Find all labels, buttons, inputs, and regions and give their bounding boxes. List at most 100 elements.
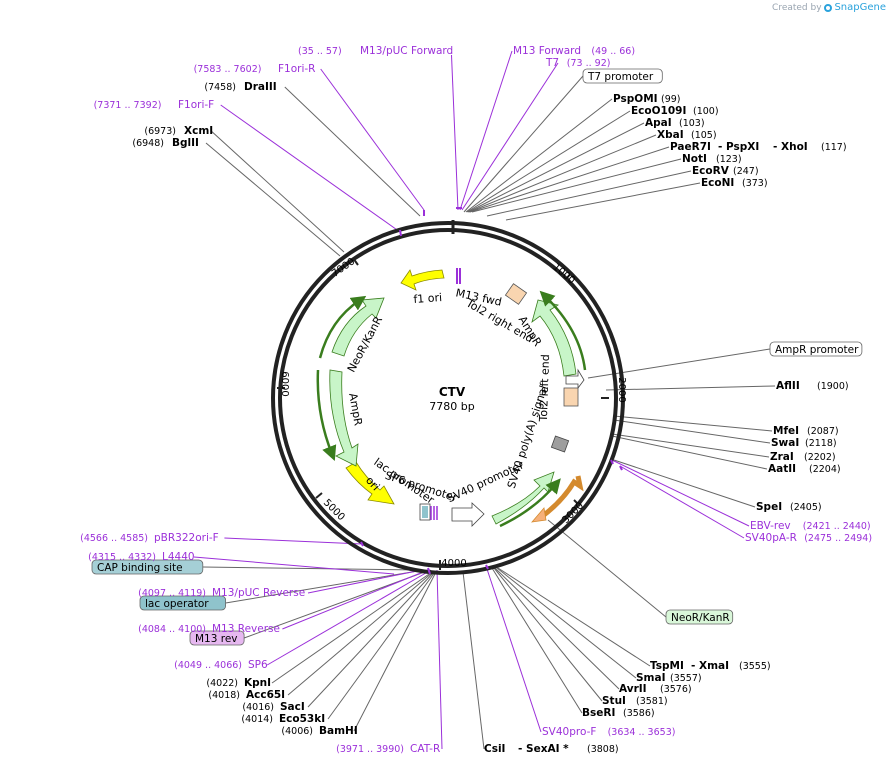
label-ebv-rev[interactable]: EBV-rev(2421 .. 2440): [750, 520, 871, 532]
cap-site-name: CAP binding site: [97, 562, 183, 574]
label-bglii[interactable]: (6948)BglII: [132, 137, 199, 149]
feature-tol2-right-end[interactable]: [504, 283, 528, 305]
tick-label: 2000: [616, 377, 627, 402]
label-avrii[interactable]: AvrII(3576): [619, 683, 692, 695]
swai-leader: [613, 419, 771, 444]
label-smai[interactable]: SmaI(3557): [636, 672, 702, 684]
label-aatii[interactable]: AatII(2204): [768, 463, 841, 475]
label-aflii[interactable]: AflII(1900): [776, 380, 849, 392]
label-m13-rev[interactable]: M13 rev: [189, 630, 245, 646]
m13-forward-pos: (49 .. 66): [591, 46, 635, 57]
t7-promoter-name: T7 promoter: [587, 71, 654, 83]
feature-ori[interactable]: [345, 461, 395, 505]
feature-sv40-polya[interactable]: [550, 435, 570, 453]
label-pbr322ori-f[interactable]: (4566 .. 4585)pBR322ori-F: [80, 532, 219, 544]
m13-reverse-pos: (4084 .. 4100): [138, 624, 206, 635]
ampr-promoter-box: [769, 341, 863, 357]
xbai-leader: [468, 134, 657, 213]
feature-neokan-right-outer-arrow: [499, 478, 561, 528]
spei-name: SpeI: [756, 501, 782, 513]
label-sp6[interactable]: (4049 .. 4066)SP6: [174, 659, 268, 671]
ebv-rev-name: EBV-rev: [750, 520, 791, 532]
label-sv40pa-r[interactable]: SV40pA-R(2475 .. 2494): [745, 532, 872, 544]
label-draiii[interactable]: (7458)DraIII: [204, 81, 276, 93]
label-econi[interactable]: EcoNI(373): [701, 177, 768, 189]
label-zrai[interactable]: ZraI(2202): [770, 451, 836, 463]
tick-2000: 2000: [601, 377, 627, 403]
label-m13-reverse[interactable]: (4084 .. 4100)M13 Reverse: [138, 623, 280, 635]
label-ecorv[interactable]: EcoRV(247): [692, 165, 759, 177]
label-apai[interactable]: ApaI(103): [645, 117, 705, 129]
label-saci[interactable]: (4016)SacI: [242, 701, 304, 713]
label-xcmi[interactable]: (6973)XcmI: [144, 125, 213, 137]
label-mfei[interactable]: MfeI(2087): [773, 425, 839, 437]
label-stui[interactable]: StuI(3581): [602, 695, 668, 707]
f1ori-r-pos: (7583 .. 7602): [194, 64, 262, 75]
label-t7-promoter[interactable]: T7 promoter: [582, 68, 663, 84]
label-bamhi[interactable]: (4006)BamHI: [281, 725, 357, 737]
label-sv40pro-f[interactable]: SV40pro-F(3634 .. 3653): [542, 726, 675, 738]
feature-neokan-left[interactable]: [331, 297, 385, 357]
aatii-pos: (2204): [809, 464, 841, 475]
csii-name: CsiI: [484, 743, 505, 755]
bamhi-leader: [353, 571, 437, 732]
label-ampr-promoter[interactable]: AmpR promoter: [769, 341, 863, 357]
label-swai[interactable]: SwaI(2118): [771, 437, 837, 449]
snapgene-credit: Created by SnapGene: [772, 2, 886, 13]
feature-f1-ori[interactable]: [400, 269, 445, 291]
label-m13puc-fwd[interactable]: (35 .. 57)M13/pUC Forward: [298, 45, 453, 57]
label-bseri[interactable]: BseRI(3586): [582, 707, 655, 719]
neokan-box-name: NeoR/KanR: [671, 612, 730, 624]
label-paer7i[interactable]: PaeR7I- PspXI- XhoI(117): [670, 141, 847, 153]
m13-forward-leader: [459, 50, 513, 211]
feature-tol2-left-label: Tol2 left end: [537, 354, 552, 423]
tick-4000: 4000: [439, 558, 467, 570]
label-l4440[interactable]: (4315 .. 4332)L4440: [88, 551, 194, 563]
label-f1ori-f[interactable]: (7371 .. 7392)F1ori-F: [94, 99, 215, 111]
plasmid-name: CTV: [439, 385, 466, 399]
label-acc65i[interactable]: (4018)Acc65I: [208, 689, 285, 701]
saci-leader: [307, 571, 435, 708]
apai-name: ApaI: [645, 117, 672, 129]
tick-label: 4000: [441, 558, 466, 569]
label-pspomi[interactable]: PspOMI(99): [613, 93, 681, 105]
label-ecoo109i[interactable]: EcoO109I(100): [631, 105, 719, 117]
tspmi-leader: [497, 567, 651, 667]
label-eco53ki[interactable]: (4014)Eco53kI: [241, 713, 325, 725]
credit-text: Created by: [772, 3, 822, 13]
smai-leader: [496, 567, 637, 679]
label-csii[interactable]: CsiI- SexAI *(3808): [484, 743, 619, 755]
mfei-name: MfeI: [773, 425, 799, 437]
feature-ampr-left[interactable]: [329, 369, 359, 467]
label-cat-r[interactable]: (3971 .. 3990)CAT-R: [336, 743, 440, 755]
label-tspmi[interactable]: TspMI- XmaI(3555): [650, 660, 771, 672]
apai-leader: [467, 122, 645, 213]
label-m13puc-rev[interactable]: (4097 .. 4119)M13/pUC Reverse: [138, 587, 305, 599]
label-m13-forward[interactable]: M13 Forward(49 .. 66): [513, 45, 635, 57]
label-kpni[interactable]: (4022)KpnI: [206, 677, 271, 689]
bamhi-pos: (4006): [281, 726, 313, 737]
feature-sv40-promoter[interactable]: [451, 502, 485, 527]
m13puc-rev-leader: [307, 569, 423, 594]
sv40pro-f-leader: [485, 565, 542, 733]
label-lac-operator[interactable]: lac operator: [139, 595, 226, 611]
lac-operator-box: [139, 595, 226, 611]
label-t7[interactable]: T7(73 .. 92): [545, 57, 610, 69]
label-cap-site[interactable]: CAP binding site: [91, 559, 204, 575]
ecorv-name: EcoRV: [692, 165, 730, 177]
label-neokan-box[interactable]: NeoR/KanR: [665, 609, 734, 625]
backbone-inner: [278, 228, 618, 568]
label-f1ori-r[interactable]: (7583 .. 7602)F1ori-R: [194, 63, 316, 75]
plasmid-size: 7780 bp: [429, 400, 474, 413]
sp6-leader: [266, 569, 432, 666]
label-noti[interactable]: NotI(123): [682, 153, 742, 165]
label-xbai[interactable]: XbaI(105): [657, 129, 717, 141]
saci-name: SacI: [280, 701, 305, 713]
t7-leader: [461, 62, 559, 211]
label-spei[interactable]: SpeI(2405): [756, 501, 822, 513]
m13puc-fwd-pos: (35 .. 57): [298, 46, 342, 57]
spei-leader: [613, 459, 756, 508]
feature-tol2-left-end[interactable]: [563, 387, 579, 407]
zrai-name: ZraI: [770, 451, 794, 463]
t7-promoter-leader: [463, 75, 584, 213]
